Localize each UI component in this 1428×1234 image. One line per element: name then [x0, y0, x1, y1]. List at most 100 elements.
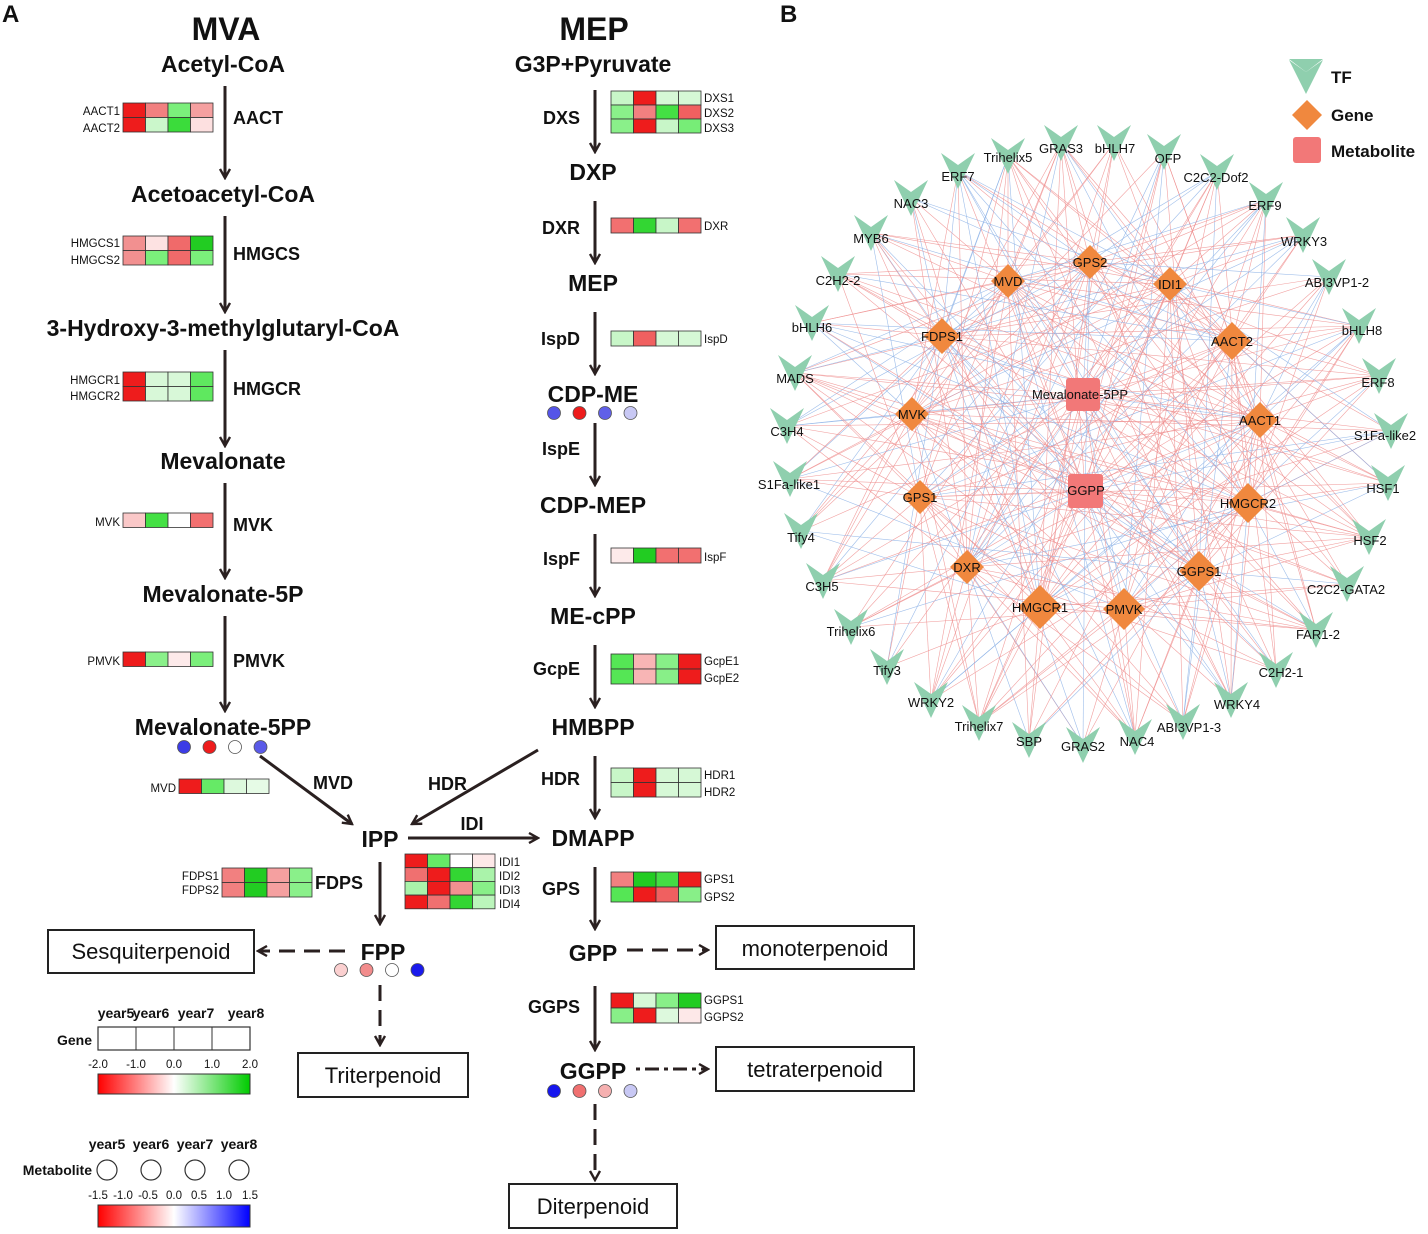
network-edge: [794, 372, 1249, 504]
heatmap-mvk: [122, 512, 214, 528]
network-edge: [1169, 234, 1304, 285]
network-edge: [1169, 283, 1360, 327]
network-edge: [941, 199, 1267, 337]
product-box-diterpenoid: [508, 1183, 678, 1229]
gene-node-label-mvd: MVD: [994, 274, 1023, 289]
network-edge: [837, 273, 921, 498]
legend-tf-shape: [1289, 59, 1323, 93]
heatmap-cell: [145, 235, 169, 251]
tf-label-gras2: GRAS2: [1061, 739, 1105, 754]
heatmap-cell: [472, 894, 496, 910]
network-edge: [1198, 570, 1277, 671]
tf-node-sbp: [1012, 722, 1046, 758]
network-edge: [930, 502, 1249, 701]
network-edge: [794, 372, 1261, 421]
tf-shape: [1352, 519, 1386, 555]
network-edge: [1231, 199, 1267, 342]
legend-met-year5: year5: [89, 1136, 126, 1152]
network-edge: [1007, 155, 1233, 342]
network-edge: [957, 170, 1261, 421]
node-cdp-mep: CDP-MEP: [540, 492, 646, 518]
gene-node-label-mvk: MVK: [898, 407, 927, 422]
network-edge: [1169, 283, 1392, 432]
heatmap-cell: [678, 330, 702, 347]
network-edge: [794, 283, 1171, 374]
heatmap-cell: [678, 547, 702, 564]
heatmap-cell: [449, 894, 473, 910]
network-edge: [919, 234, 1304, 498]
gene-label-idi2: IDI2: [499, 871, 520, 883]
gene-label-fdps1: FDPS1: [182, 871, 219, 883]
product-box-tetraterpenoid: [715, 1046, 915, 1092]
tf-node-mads: [778, 355, 812, 391]
network-edge: [911, 394, 1084, 415]
network-edge: [886, 394, 1084, 668]
tf-node-wrky4: [1214, 682, 1248, 718]
network-edge: [1007, 155, 1171, 285]
network-edge: [789, 280, 1009, 480]
tf-label-abi3vp1-3: ABI3VP1-3: [1157, 720, 1221, 735]
network-edge: [822, 496, 921, 582]
heatmap-cell: [449, 867, 473, 882]
legend-gene-node-label: Gene: [1331, 106, 1374, 125]
gene-label-gcpe1: GcpE1: [704, 656, 739, 668]
gene-node-label-pmvk: PMVK: [1106, 602, 1143, 617]
heatmap-cell: [427, 881, 451, 896]
heatmap-cell: [190, 102, 214, 118]
legend-gene-label: Gene: [57, 1032, 92, 1048]
network-edge: [1039, 606, 1317, 631]
network-edge: [941, 335, 1084, 746]
gene-shape: [1073, 245, 1107, 279]
gene-label-hmgcr1: HMGCR1: [70, 375, 120, 387]
network-edge: [794, 372, 921, 498]
gene-node-gps2: [1073, 245, 1107, 279]
network-edge: [794, 372, 913, 415]
tf-node-trihelix7: [962, 705, 996, 741]
heatmap-cell: [655, 668, 679, 685]
network-edge: [1198, 570, 1232, 701]
gene-node-aact2: [1213, 322, 1251, 360]
network-edge: [1259, 276, 1330, 421]
heatmap-cell: [404, 894, 428, 910]
heatmap-ispd: [610, 330, 702, 347]
node-acetoacetyl-coa: Acetoacetyl-CoA: [131, 181, 315, 207]
tf-node-bhlh7: [1097, 125, 1131, 161]
tf-label-bhlh7: bHLH7: [1095, 141, 1135, 156]
network-edge: [1082, 340, 1233, 396]
legend-metabolite-label: Metabolite: [23, 1162, 92, 1178]
heatmap-cell: [655, 653, 679, 670]
network-edge: [957, 170, 968, 568]
tf-shape: [1342, 308, 1376, 344]
heatmap-cell: [223, 778, 247, 794]
heatmap-cell: [633, 217, 657, 234]
tf-shape: [962, 705, 996, 741]
heatmap-cell: [167, 371, 191, 387]
network-edge: [930, 340, 1233, 701]
network-edge: [794, 335, 943, 374]
tf-node-gras2: [1066, 727, 1100, 763]
network-edge: [1060, 142, 1171, 285]
met-tick-2: -0.5: [138, 1190, 158, 1202]
tf-node-hsf2: [1352, 519, 1386, 555]
heatmap-cell: [655, 330, 679, 347]
network-edge: [850, 502, 1249, 628]
dots-mevalonate-5pp: [177, 740, 268, 754]
gene-node-label-gps2: GPS2: [1073, 255, 1108, 270]
metabolite-dot: [547, 406, 561, 420]
network-edge: [978, 570, 1200, 724]
network-edge: [811, 322, 1249, 504]
gene-label-mvk: MVK: [95, 517, 120, 529]
heatmap-cell: [678, 767, 702, 783]
network-edge: [870, 232, 1091, 263]
tf-label-wrky3: WRKY3: [1281, 234, 1327, 249]
heatmap-cell: [122, 651, 146, 667]
node-ipp: IPP: [361, 826, 398, 852]
heatmap-cell: [610, 90, 634, 106]
network-edge: [957, 170, 1091, 263]
network-edge: [811, 280, 1009, 324]
legend-gene-year5: year5: [98, 1005, 135, 1021]
enzyme-hdr: HDR: [541, 769, 580, 789]
gene-shape: [1228, 483, 1268, 523]
node-mevalonate-5p: Mevalonate-5P: [142, 581, 303, 607]
network-edge: [789, 478, 1125, 610]
